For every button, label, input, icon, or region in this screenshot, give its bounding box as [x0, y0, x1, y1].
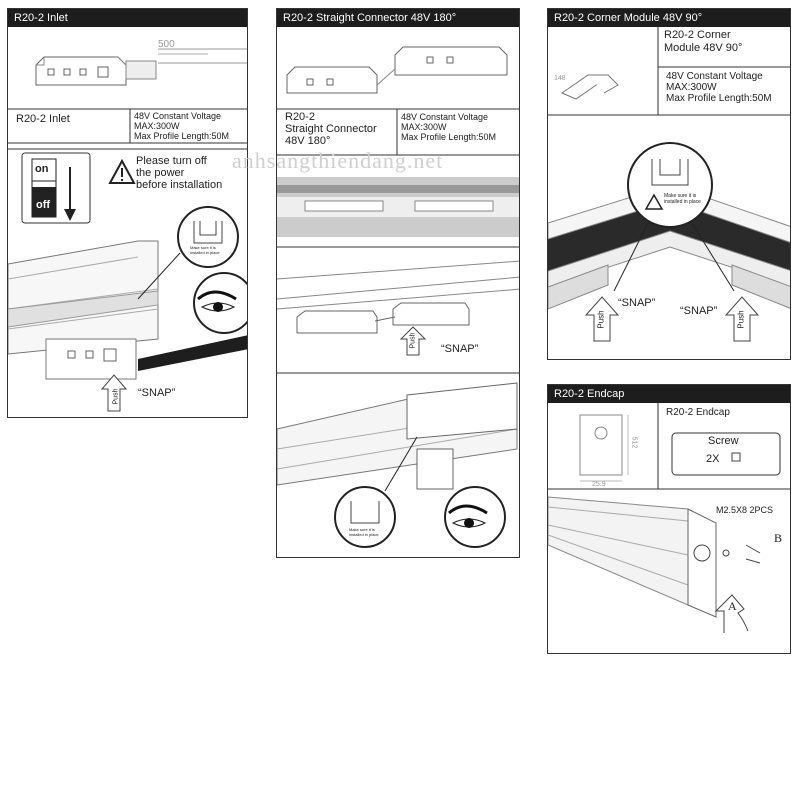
- inlet-header: R20-2 Inlet: [8, 9, 247, 27]
- corner-max-length: Max Profile Length:50M: [666, 93, 772, 104]
- switch-on-label: on: [35, 163, 49, 175]
- endcap-panel: R20-2 Endcap R20-2 Endcap 512 25.9 Screw…: [547, 384, 791, 654]
- inlet-push-label: Push: [112, 388, 120, 405]
- inlet-snap-label: “SNAP”: [138, 387, 176, 399]
- endcap-label-a: A: [728, 599, 737, 613]
- corner-make-sure: Make sure it is installed in place: [664, 193, 701, 205]
- straight-name-line1: R20-2: [285, 111, 315, 123]
- corner-illustration: [548, 27, 790, 342]
- corner-name-line2: Module 48V 90°: [664, 42, 743, 54]
- switch-off-label: off: [36, 199, 51, 211]
- endcap-name: R20-2 Endcap: [666, 407, 730, 418]
- corner-module-panel: R20-2 Corner Module 48V 90° 148 R20-2 Co…: [547, 8, 791, 360]
- inlet-warning-line1: Please turn off: [136, 155, 207, 167]
- endcap-label-b: B: [774, 531, 783, 545]
- inlet-warning-line3: before installation: [136, 179, 223, 191]
- corner-snap-right: “SNAP”: [680, 305, 718, 317]
- corner-push-left: Push: [596, 310, 606, 329]
- inlet-max-length: Max Profile Length:50M: [134, 131, 230, 141]
- straight-push-label: Push: [409, 332, 417, 349]
- inlet-name: R20-2 Inlet: [16, 113, 70, 125]
- corner-voltage: 48V Constant Voltage: [666, 71, 763, 82]
- endcap-dim-w: 25.9: [592, 481, 606, 488]
- straight-max-length: Max Profile Length:50M: [401, 132, 497, 142]
- inlet-make-sure: Make sure it is installed in place: [190, 245, 220, 255]
- straight-connector-panel: R20-2 Straight Connector 48V 180°: [276, 8, 520, 558]
- screw-spec: M2.5X8 2PCS: [716, 505, 774, 515]
- corner-name-line1: R20-2 Corner: [664, 29, 731, 41]
- endcap-dim-h: 512: [630, 436, 638, 449]
- corner-header: R20-2 Corner Module 48V 90°: [548, 9, 790, 27]
- screw-title: Screw: [708, 435, 739, 447]
- inlet-dim-500: 500: [158, 39, 175, 50]
- straight-make-sure: Make sure it is installed in place: [349, 527, 379, 537]
- straight-header: R20-2 Straight Connector 48V 180°: [277, 9, 519, 27]
- straight-name-line3: 48V 180°: [285, 135, 331, 147]
- straight-name-line2: Straight Connector: [285, 123, 377, 135]
- screw-qty: 2X: [706, 453, 720, 465]
- corner-snap-left: “SNAP”: [618, 297, 656, 309]
- corner-dim: 148: [554, 75, 566, 82]
- inlet-warning-line2: the power: [136, 167, 185, 179]
- corner-max-power: MAX:300W: [666, 82, 717, 93]
- straight-snap-label: “SNAP”: [441, 343, 479, 355]
- straight-max-power: MAX:300W: [401, 122, 447, 132]
- watermark: anhsangthiendang.net: [232, 148, 444, 173]
- inlet-panel: R20-2 Inlet: [7, 8, 248, 418]
- straight-voltage: 48V Constant Voltage: [401, 112, 489, 122]
- straight-illustration: [277, 46, 519, 548]
- corner-push-right: Push: [736, 310, 746, 329]
- inlet-max-power: MAX:300W: [134, 121, 180, 131]
- endcap-illustration: [548, 403, 790, 633]
- endcap-header: R20-2 Endcap: [548, 385, 790, 403]
- inlet-illustration: [8, 48, 247, 412]
- inlet-voltage: 48V Constant Voltage: [134, 111, 222, 121]
